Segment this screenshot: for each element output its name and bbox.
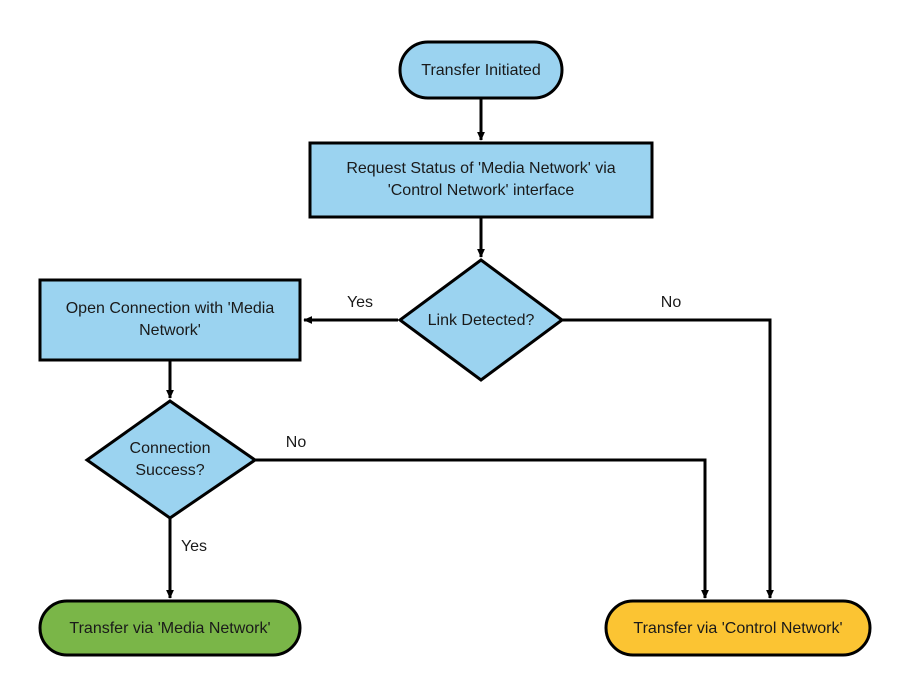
node-request-status[interactable]: Request Status of 'Media Network' via 'C… (308, 141, 654, 219)
node-request-status-label-line2: 'Control Network' interface (388, 182, 575, 199)
nodes-layer: Transfer Initiated Request Status of 'Me… (38, 40, 872, 657)
edges-layer: Yes No Yes No (166, 98, 774, 599)
node-transfer-control-network-label: Transfer via 'Control Network' (633, 620, 842, 637)
node-transfer-media-network-shape[interactable] (38, 599, 302, 657)
node-connection-success-label-line2: Success? (135, 462, 204, 479)
node-transfer-media-network[interactable]: Transfer via 'Media Network' (38, 599, 302, 657)
node-transfer-control-network-shape[interactable] (604, 599, 872, 657)
edge-link-no (562, 318, 774, 599)
node-link-detected-shape[interactable] (397, 258, 565, 382)
edge-label-success-no: No (286, 434, 307, 451)
node-transfer-initiated-shape[interactable] (398, 40, 564, 100)
node-request-status-label-line1: Request Status of 'Media Network' via (346, 160, 615, 177)
edge-label-success-yes: Yes (181, 538, 207, 555)
node-link-detected-label: Link Detected? (428, 312, 535, 329)
node-open-connection-shape[interactable] (38, 278, 302, 362)
node-transfer-initiated-label: Transfer Initiated (421, 62, 540, 79)
node-open-connection[interactable]: Open Connection with 'Media Network' (38, 278, 302, 362)
node-link-detected[interactable]: Link Detected? (397, 258, 565, 382)
node-open-connection-label-line1: Open Connection with 'Media (66, 300, 275, 317)
edge-label-link-yes: Yes (347, 294, 373, 311)
node-transfer-media-network-label: Transfer via 'Media Network' (69, 620, 270, 637)
node-transfer-control-network[interactable]: Transfer via 'Control Network' (604, 599, 872, 657)
node-connection-success-label-line1: Connection (130, 440, 211, 457)
node-request-status-shape[interactable] (308, 141, 654, 219)
edge-success-no (255, 458, 709, 599)
node-connection-success[interactable]: Connection Success? (84, 399, 258, 520)
node-transfer-initiated[interactable]: Transfer Initiated (398, 40, 564, 100)
node-connection-success-shape[interactable] (84, 399, 258, 520)
node-open-connection-label-line2: Network' (139, 322, 201, 339)
edge-label-link-no: No (661, 294, 682, 311)
